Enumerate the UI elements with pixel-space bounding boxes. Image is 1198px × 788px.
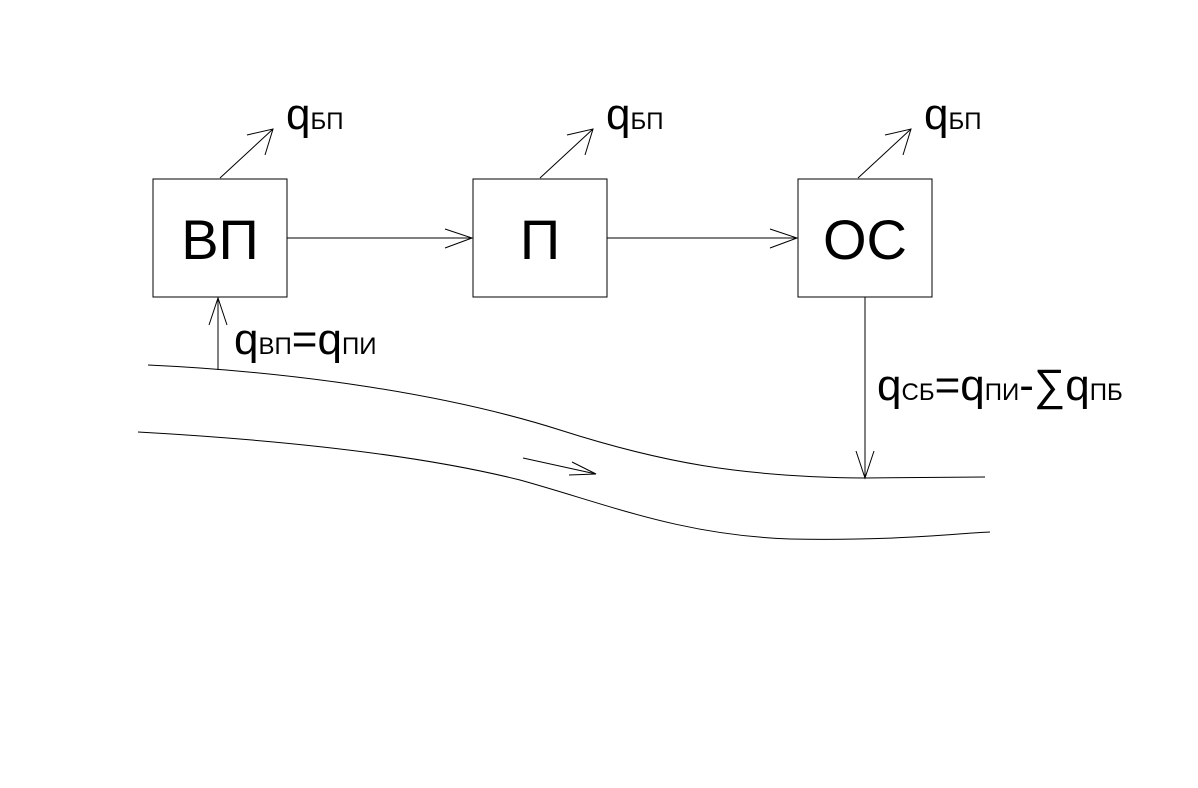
arrow-p-to-os xyxy=(607,228,799,249)
river-lower-bank xyxy=(137,431,991,540)
block-vp-label: ВП xyxy=(181,208,259,271)
loss-arrow-p xyxy=(539,128,594,179)
arrow-vp-to-p xyxy=(287,228,474,249)
loss-arrow-os xyxy=(857,128,912,179)
river-flow-arrow xyxy=(522,457,597,476)
block-os-label: ОС xyxy=(823,208,907,271)
loss-label-os: qБП xyxy=(924,90,981,139)
discharge-formula: qСБ=qПИ-∑qПБ xyxy=(877,361,1123,410)
intake-formula: qВП=qПИ xyxy=(234,315,376,364)
intake-arrow xyxy=(208,296,228,370)
loss-label-vp: qБП xyxy=(286,90,343,139)
block-os: ОС xyxy=(797,178,933,298)
loss-arrow-vp xyxy=(219,128,274,179)
river-upper-bank xyxy=(147,364,986,479)
block-vp: ВП xyxy=(152,178,288,298)
loss-label-p: qБП xyxy=(606,90,663,139)
block-p-label: П xyxy=(520,208,560,271)
discharge-arrow xyxy=(855,297,875,480)
block-p: П xyxy=(472,178,608,298)
